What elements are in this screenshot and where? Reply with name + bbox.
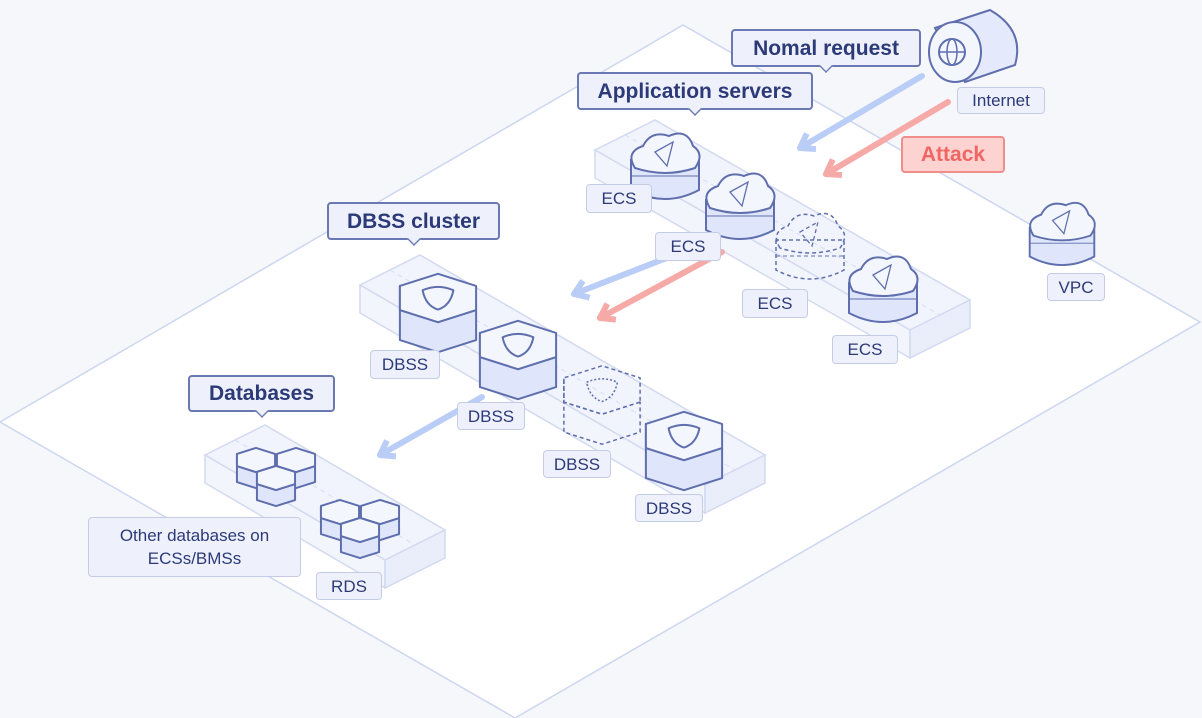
shield-hexagon-icon-top xyxy=(644,410,724,462)
shield-icon xyxy=(421,285,455,311)
ecs-label: ECS xyxy=(742,289,808,318)
shield-hexagon-icon xyxy=(478,319,558,401)
normal-request-arrow xyxy=(797,73,925,153)
server-glyph xyxy=(1051,209,1071,236)
rds-label: RDS xyxy=(316,572,382,600)
vpc-cloud-icon xyxy=(1028,201,1096,266)
cloud-server-icon-top xyxy=(775,212,846,254)
attack-arrow-head xyxy=(823,158,843,179)
normal-request-arrow-head xyxy=(571,279,591,301)
server-glyph xyxy=(871,263,892,291)
cloud-server-icon-top xyxy=(848,255,919,297)
cloud-server-icon xyxy=(848,255,919,323)
db-cell-top xyxy=(339,516,381,544)
cloud-server-icon xyxy=(775,212,846,280)
normal-request-arrow-head xyxy=(377,439,397,460)
ecs-label: ECS xyxy=(655,232,721,261)
application-servers-tray-dash xyxy=(624,134,941,316)
application-servers-label: Application servers xyxy=(577,72,813,110)
server-glyph xyxy=(798,220,819,248)
databases-tray-end xyxy=(384,528,446,590)
attack-arrow xyxy=(823,99,951,179)
cloud-server-icon-body xyxy=(775,239,845,280)
attack-arrow xyxy=(597,249,725,323)
attack-label: Attack xyxy=(901,136,1005,173)
normal-request-arrow-shaft xyxy=(797,73,925,151)
normal-request-arrow-head xyxy=(797,132,817,153)
attack-arrow-shaft xyxy=(823,99,951,177)
vpc-cloud-icon-top xyxy=(1029,201,1096,242)
normal-request-label: Nomal request xyxy=(731,29,921,67)
database-honeycomb-icon xyxy=(319,498,401,560)
shield-hexagon-icon xyxy=(644,410,724,492)
db-cell xyxy=(255,464,297,508)
shield-icon xyxy=(585,378,619,403)
shield-icon xyxy=(501,332,535,358)
db-cell xyxy=(339,516,381,560)
shield-hexagon-icon-top xyxy=(478,319,558,371)
vpc-label: VPC xyxy=(1047,273,1105,301)
attack-arrow-shaft xyxy=(597,249,725,321)
dbss-label: DBSS xyxy=(635,494,703,522)
ecs-label: ECS xyxy=(832,335,898,364)
database-honeycomb-icon xyxy=(235,446,317,508)
application-servers-tray-end xyxy=(909,298,971,360)
dbss-label: DBSS xyxy=(543,450,611,478)
cloud-server-icon-top xyxy=(705,172,776,214)
db-cell-top xyxy=(255,464,297,492)
dbss-cluster-label: DBSS cluster xyxy=(327,202,500,240)
cloud-server-icon xyxy=(705,172,776,240)
shield-hexagon-icon-top xyxy=(398,272,478,324)
dbss-cluster-tray-end xyxy=(704,453,766,515)
shield-hexagon-icon xyxy=(398,272,478,354)
cloud-server-icon-top xyxy=(630,132,701,174)
other-databases-label: Other databases on ECSs/BMSs xyxy=(88,517,301,577)
ecs-label: ECS xyxy=(586,184,652,213)
server-glyph xyxy=(653,140,674,168)
databases-label: Databases xyxy=(188,375,335,412)
shield-hexagon-icon-side xyxy=(563,377,641,445)
server-glyph xyxy=(728,180,749,208)
internet-label: Internet xyxy=(957,87,1045,114)
globe-internet-icon xyxy=(928,8,1019,84)
shield-hexagon-icon-top xyxy=(563,365,641,415)
dbss-label: DBSS xyxy=(370,350,440,379)
attack-arrow-head xyxy=(597,302,617,323)
shield-hexagon-icon xyxy=(563,365,641,445)
dbss-label: DBSS xyxy=(457,402,525,430)
shield-icon xyxy=(667,423,701,449)
